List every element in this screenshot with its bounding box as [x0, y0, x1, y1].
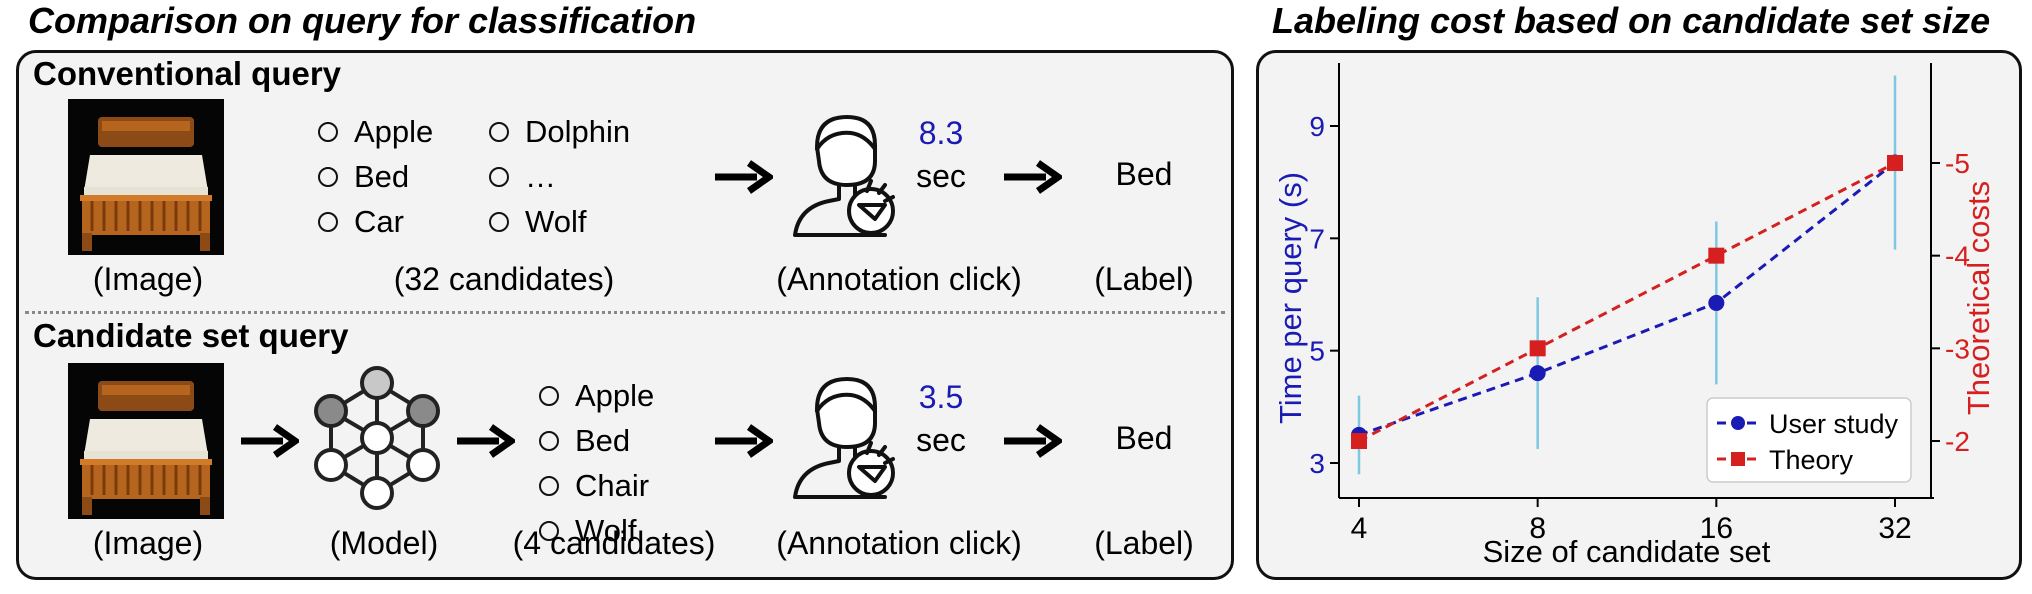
- right-y-tick-label: -2: [1945, 426, 1970, 457]
- option-label: Bed: [575, 422, 631, 458]
- right-arrow-icon: [1004, 424, 1062, 458]
- left-section-title: Comparison on query for classification: [28, 0, 697, 41]
- left-y-tick-label: 7: [1309, 223, 1325, 254]
- left-y-tick-label: 3: [1309, 448, 1325, 479]
- option-chair[interactable]: Chair: [539, 463, 654, 508]
- option-label: Car: [354, 203, 404, 239]
- option-label: Chair: [575, 467, 650, 503]
- conventional-time-value: 8.3: [918, 115, 964, 151]
- option-dolphin[interactable]: Dolphin: [489, 109, 630, 154]
- conventional-time-unit: sec: [916, 158, 966, 194]
- bed-image: [68, 363, 224, 519]
- right-section-title: Labeling cost based on candidate set siz…: [1272, 0, 1991, 41]
- radio-button-icon: [539, 520, 559, 541]
- radio-button-icon: [318, 211, 338, 232]
- legend-box: [1706, 397, 1912, 483]
- annotator-click-icon: [793, 115, 895, 237]
- theory-point: [1708, 247, 1725, 264]
- conventional-query-heading: Conventional query: [33, 55, 342, 92]
- query-comparison-panel: Conventional query (Image) Apple Bed Car: [16, 50, 1234, 580]
- radio-button-icon: [318, 121, 338, 142]
- option-label: Apple: [575, 377, 655, 413]
- section-divider: [25, 311, 1225, 314]
- conventional-label-caption: (Label): [1094, 261, 1194, 297]
- candidate-options: Apple Bed Chair Wolf: [539, 373, 654, 553]
- left-y-axis-label: Time per query (s): [1273, 172, 1308, 424]
- neural-network-icon: [314, 366, 440, 510]
- left-y-tick-label: 5: [1309, 336, 1325, 367]
- x-tick-label: 16: [1700, 512, 1733, 545]
- candidate-time-unit: sec: [916, 422, 966, 458]
- candidate-time-value: 3.5: [918, 379, 964, 415]
- option-wolf[interactable]: Wolf: [539, 508, 654, 553]
- option-label: Apple: [354, 113, 434, 149]
- conventional-options-col1: Apple Bed Car: [318, 109, 433, 244]
- legend-user-study-label: User study: [1769, 409, 1899, 439]
- right-y-tick-label: -5: [1945, 148, 1970, 179]
- annotator-click-icon: [793, 377, 895, 499]
- theory-point: [1351, 433, 1367, 449]
- right-arrow-icon: [241, 424, 299, 458]
- user-study-point: [1708, 294, 1725, 311]
- legend-theory-marker: [1731, 452, 1745, 466]
- radio-button-icon: [489, 166, 509, 187]
- radio-button-icon: [539, 475, 559, 496]
- right-arrow-icon: [715, 160, 773, 194]
- candidate-set-query-heading: Candidate set query: [33, 317, 349, 354]
- theory-line: [1358, 161, 1896, 443]
- theory-point: [1887, 155, 1903, 171]
- option-apple[interactable]: Apple: [539, 373, 654, 418]
- option-car[interactable]: Car: [318, 199, 433, 244]
- model-caption: (Model): [329, 525, 439, 561]
- right-arrow-icon: [1004, 160, 1062, 194]
- option-ellipsis[interactable]: …: [489, 154, 630, 199]
- radio-button-icon: [489, 121, 509, 142]
- conventional-image-caption: (Image): [92, 261, 204, 297]
- option-label: Dolphin: [525, 113, 631, 149]
- candidate-label-value: Bed: [1115, 420, 1173, 456]
- conventional-candidates-caption: (32 candidates): [393, 261, 615, 297]
- option-apple[interactable]: Apple: [318, 109, 433, 154]
- option-bed[interactable]: Bed: [318, 154, 433, 199]
- x-axis-label: Size of candidate set: [1483, 534, 1771, 569]
- conventional-click-caption: (Annotation click): [776, 261, 1022, 297]
- x-tick-label: 8: [1529, 512, 1546, 545]
- candidate-candidates-caption: (4 candidates): [512, 525, 716, 561]
- candidate-click-caption: (Annotation click): [776, 525, 1022, 561]
- candidate-image-caption: (Image): [92, 525, 204, 561]
- x-tick-label: 32: [1878, 512, 1911, 545]
- radio-button-icon: [489, 211, 509, 232]
- legend-user-study-marker: [1731, 416, 1745, 430]
- conventional-options-col2: Dolphin … Wolf: [489, 109, 630, 244]
- user-study-point: [1529, 365, 1546, 382]
- option-label: Wolf: [525, 203, 587, 239]
- radio-button-icon: [539, 385, 559, 406]
- user-study-line: [1358, 161, 1896, 437]
- right-y-axis-label: Theoretical costs: [1961, 181, 1996, 415]
- radio-button-icon: [318, 166, 338, 187]
- option-label: Bed: [354, 158, 410, 194]
- option-label: Wolf: [575, 512, 637, 548]
- option-label: …: [525, 158, 556, 194]
- candidate-label-caption: (Label): [1094, 525, 1194, 561]
- conventional-label-value: Bed: [1115, 156, 1173, 192]
- x-tick-label: 4: [1351, 512, 1368, 545]
- legend-theory-label: Theory: [1769, 445, 1854, 475]
- right-y-tick-label: -3: [1945, 333, 1970, 364]
- radio-button-icon: [539, 430, 559, 451]
- right-y-tick-label: -4: [1945, 241, 1970, 272]
- option-bed[interactable]: Bed: [539, 418, 654, 463]
- left-y-tick-label: 9: [1309, 111, 1325, 142]
- right-arrow-icon: [715, 424, 773, 458]
- option-wolf[interactable]: Wolf: [489, 199, 630, 244]
- right-arrow-icon: [457, 424, 515, 458]
- theory-point: [1529, 340, 1546, 357]
- bed-image: [68, 99, 224, 255]
